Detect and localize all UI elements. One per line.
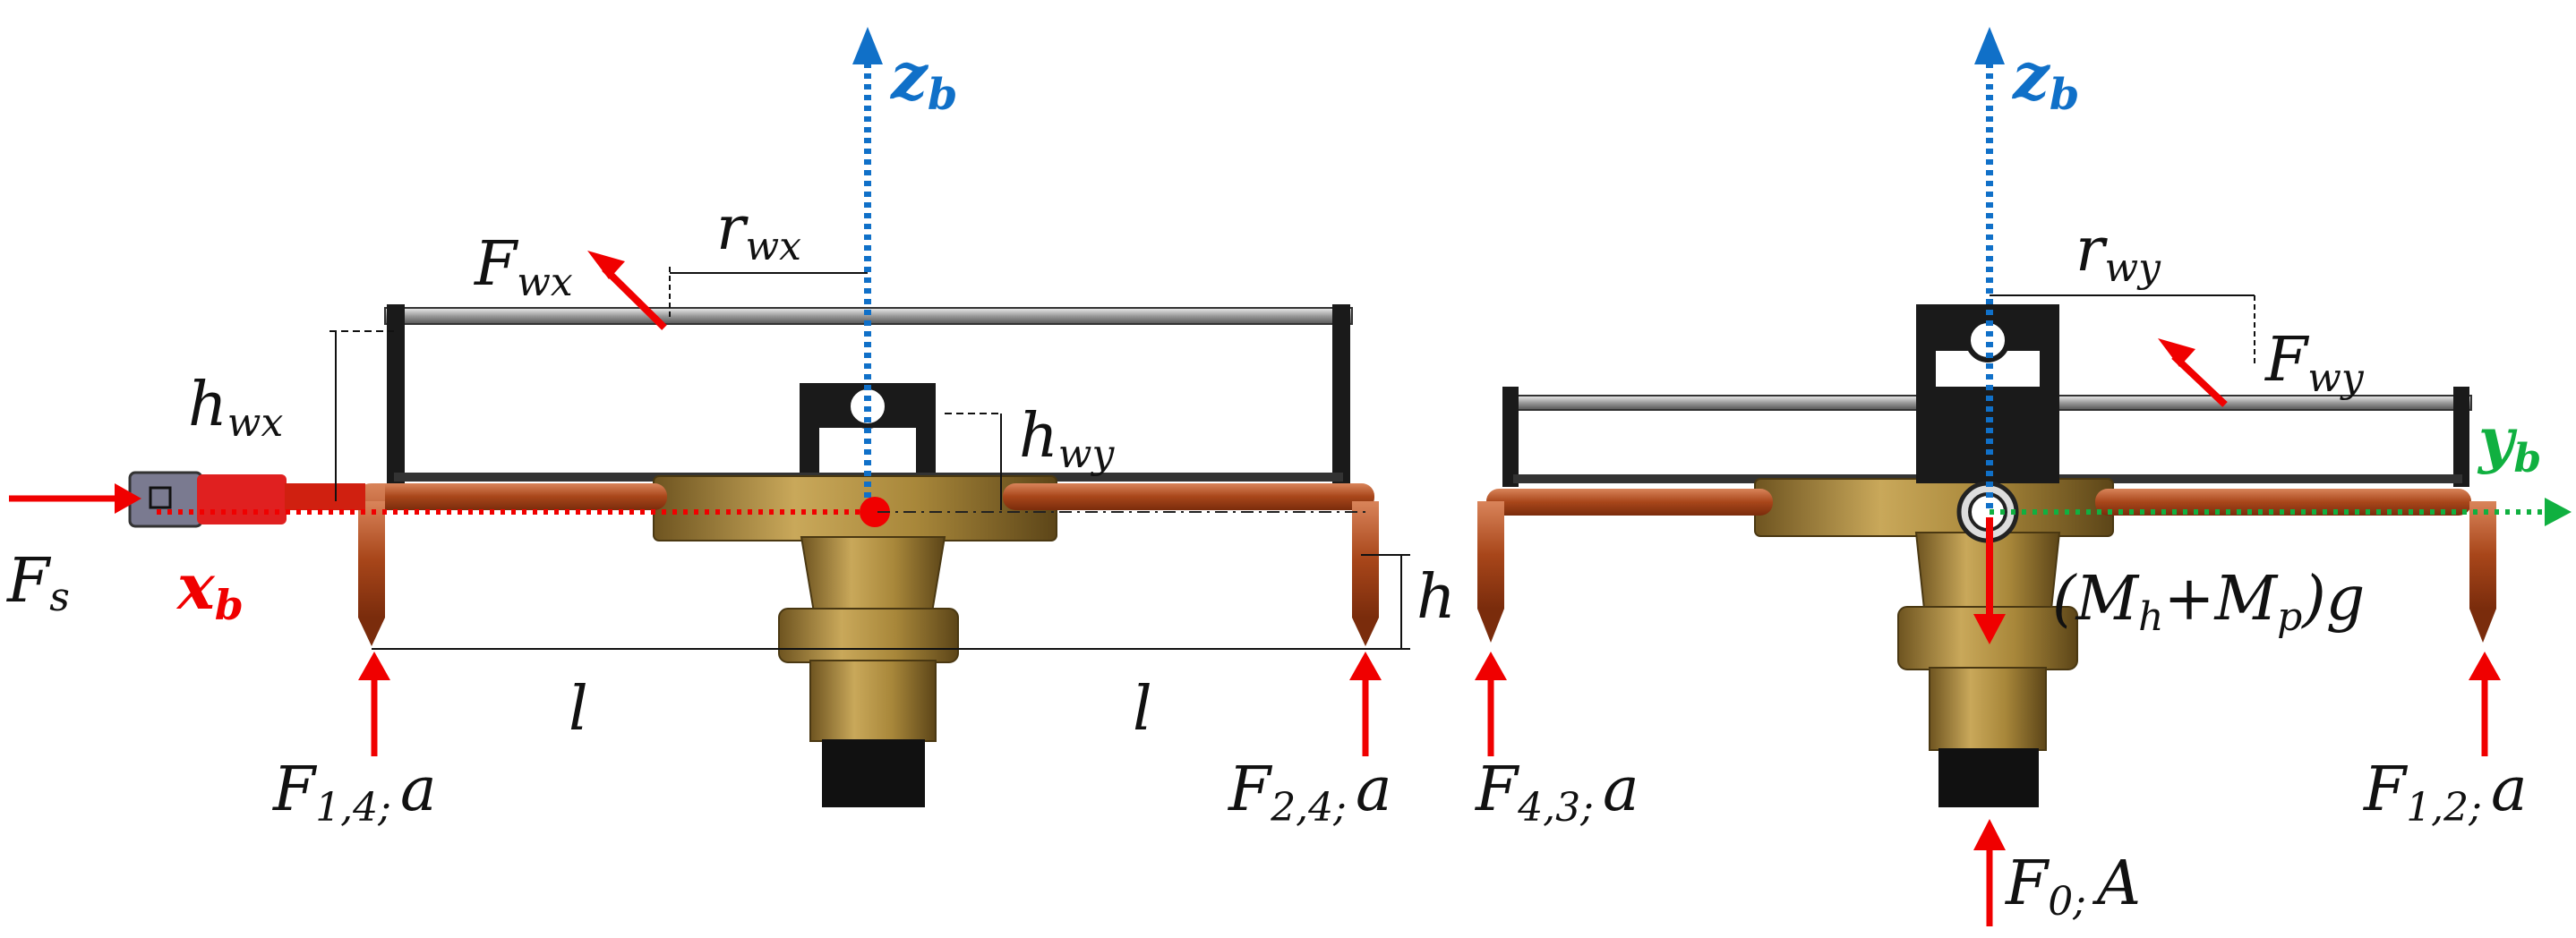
right-brass-body: [1754, 478, 2114, 807]
left-height-label: h: [1416, 562, 1456, 633]
left-force-wind-shaft: [602, 266, 667, 330]
right-support-left-label: F4,3;a: [1474, 755, 1639, 831]
left-brass-body: [653, 475, 1057, 807]
left-support-left-force: [358, 652, 390, 756]
left-height-wind-x-dimension: [329, 330, 394, 501]
right-y-axis-label: yb: [2477, 405, 2541, 482]
left-x-axis-label: xb: [175, 550, 244, 629]
right-force-wind-label: Fwy: [2264, 325, 2365, 401]
left-view: zb xb Fs Fwx rwx hwx hwy: [5, 27, 1456, 831]
right-copper-pipe: [1477, 489, 2496, 643]
left-z-axis-label: zb: [889, 38, 957, 120]
right-support-left-force: [1475, 652, 1507, 756]
left-height-wind-y-label: hwy: [1019, 401, 1115, 477]
left-height-wind-y-dimension: [945, 413, 1002, 510]
left-force-side-arrow: [115, 483, 141, 514]
right-weight-label: (Mh+Mp)g: [2052, 564, 2365, 640]
left-length-right-label: l: [1133, 674, 1152, 745]
right-y-axis-arrow: [2545, 498, 2572, 526]
right-force-wind-shaft: [2171, 354, 2228, 407]
left-origin-dot: [860, 497, 890, 527]
left-force-wind-arrow: [587, 251, 625, 279]
left-height-wind-x-label: hwx: [188, 370, 283, 446]
right-z-axis-label: zb: [2011, 38, 2079, 120]
right-support-right-force: [2469, 652, 2501, 756]
left-copper-pipe: [358, 483, 1379, 646]
left-height-dimension: [1361, 554, 1410, 650]
right-arm-wind-label: rwy: [2075, 215, 2161, 291]
left-arm-wind-label: rwx: [716, 193, 801, 269]
right-view: zb yb (Mh+Mp)g rwy Fwy F4,3;a: [1474, 27, 2572, 926]
left-z-axis-arrow: [852, 27, 883, 64]
left-arm-wind-dimension: [669, 267, 868, 318]
right-weight-force: [1973, 517, 2006, 644]
left-actuator: [128, 471, 365, 528]
right-z-axis-arrow: [1974, 27, 2005, 64]
right-force-wind-arrow: [2158, 338, 2195, 367]
left-length-left-label: l: [569, 674, 588, 745]
left-force-side-label: Fs: [5, 546, 70, 620]
right-arm-wind-dimension: [1990, 294, 2255, 367]
right-support-center-force: [1973, 819, 2006, 926]
left-support-left-label: F1,4;a: [271, 755, 437, 831]
right-support-center-label: F0;A: [2004, 848, 2141, 925]
left-support-right-force: [1349, 652, 1382, 756]
right-support-right-label: F1,2;a: [2362, 755, 2528, 831]
left-support-right-label: F2,4;a: [1227, 755, 1392, 831]
left-force-wind-label: Fwx: [473, 229, 573, 305]
